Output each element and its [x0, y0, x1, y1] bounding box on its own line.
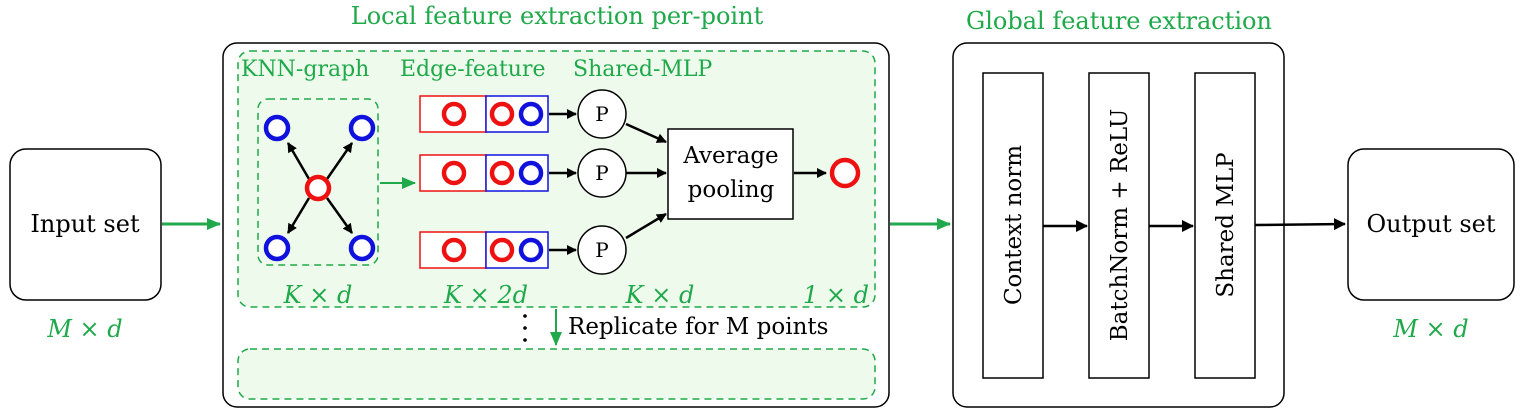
global-title: Global feature extraction [966, 7, 1272, 35]
average-pooling-box [667, 128, 794, 220]
neighbor-point [348, 114, 376, 142]
per-point-panel [237, 50, 876, 308]
pooled-point [829, 157, 861, 189]
input-set-label: Input set [30, 210, 140, 238]
context-norm-block [982, 72, 1044, 379]
knn-graph-box [257, 98, 379, 266]
mlp-node: P [577, 225, 627, 275]
stage-title-knn: KNN-graph [241, 57, 369, 82]
input-set-box [9, 148, 162, 301]
global-to-output-arrow [1254, 218, 1346, 231]
output-dim-label: M × d [1392, 315, 1468, 343]
shared-mlp-block [1194, 72, 1256, 379]
input-dim-label: M × d [46, 315, 122, 343]
local-title: Local feature extraction per-point [351, 2, 764, 30]
svg-text:P: P [595, 102, 608, 126]
stage-title-edge: Edge-feature [400, 57, 546, 82]
neighbor-point [263, 114, 291, 142]
knn-edge-arrow [286, 142, 311, 180]
neighbor-point [263, 234, 291, 262]
edge-feature-row [419, 95, 549, 133]
mlp-node: P [577, 148, 627, 198]
mlp-to-pool-arrow [625, 212, 667, 240]
dim-label-out: 1 × d [803, 281, 869, 309]
svg-text:P: P [595, 238, 608, 262]
center-point [304, 174, 332, 202]
knn-edge-arrow [325, 197, 354, 234]
edge-feature-row [419, 154, 549, 192]
output-set-box [1347, 148, 1515, 301]
edge-feature-row [419, 231, 549, 269]
replicate-label: Replicate for M points [568, 314, 828, 340]
mlp-node: P [577, 89, 627, 139]
knn-edge-arrow [286, 197, 311, 234]
mlp-to-pool-arrow [625, 122, 667, 144]
replicated-panel [237, 348, 876, 400]
neighbor-point [348, 234, 376, 262]
shared-mlp-label: Shared MLP [1213, 152, 1239, 297]
stage-title-mlp: Shared-MLP [573, 57, 713, 82]
pooling-label-line2: pooling [688, 177, 775, 203]
dim-label-edge: K × 2d [443, 281, 528, 309]
output-set-label: Output set [1366, 210, 1495, 238]
svg-text:P: P [595, 161, 608, 185]
pooling-label-line1: Average [682, 143, 778, 169]
dim-label-knn: K × d [283, 281, 353, 309]
context-norm-label: Context norm [1001, 145, 1027, 305]
batchnorm-relu-label: BatchNorm + ReLU [1107, 109, 1133, 342]
batchnorm-relu-block [1088, 72, 1150, 379]
ellipsis-dots [523, 314, 527, 342]
dim-label-mlp: K × d [625, 281, 695, 309]
knn-edge-arrow [325, 142, 354, 180]
